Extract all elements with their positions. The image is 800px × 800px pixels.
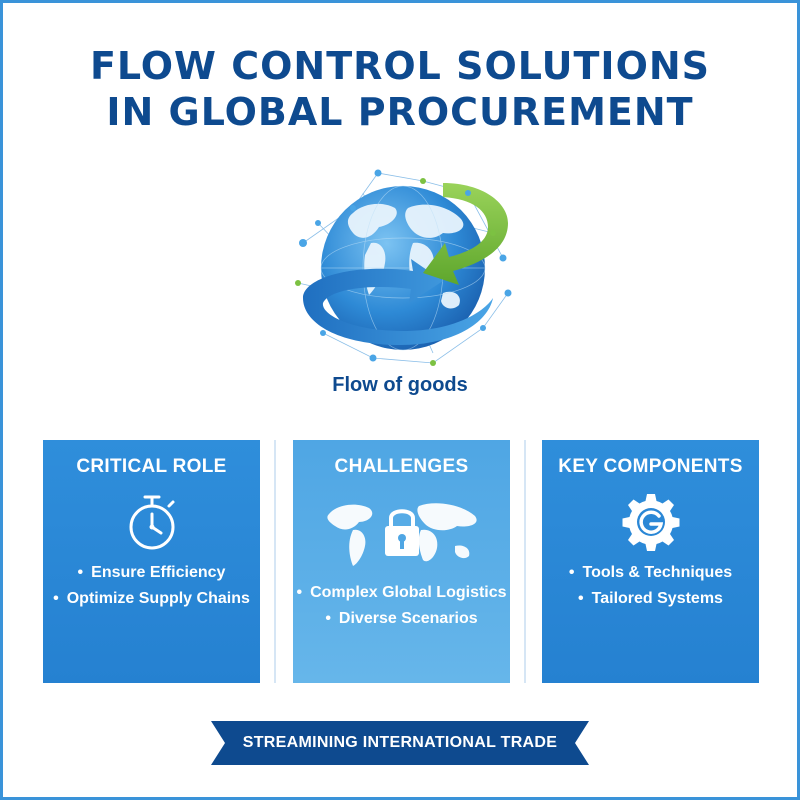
gear-icon xyxy=(622,494,679,551)
title-line-1: FLOW CONTROL SOLUTIONS xyxy=(89,44,711,88)
card-challenges: CHALLENGES Complex Global Logistics xyxy=(293,440,510,683)
world-map-padlock-icon xyxy=(326,503,477,566)
card-key-components: KEY COMPONENTS Tools & Techniques Tailor… xyxy=(542,440,759,683)
title-line-2: IN GLOBAL PROCUREMENT xyxy=(106,90,694,134)
list-item: Ensure Efficiency xyxy=(43,560,260,586)
card-title: KEY COMPONENTS xyxy=(558,456,743,477)
footer-ribbon: STREAMINING INTERNATIONAL TRADE xyxy=(211,721,589,765)
list-item: Complex Global Logistics xyxy=(293,580,510,606)
list-item: Diverse Scenarios xyxy=(293,606,510,632)
page-title: FLOW CONTROL SOLUTIONS IN GLOBAL PROCURE… xyxy=(3,43,797,135)
card-title: CRITICAL ROLE xyxy=(76,456,227,477)
bullet-list: Ensure Efficiency Optimize Supply Chains xyxy=(43,560,260,612)
hero-caption: Flow of goods xyxy=(332,374,468,396)
ribbon-shape xyxy=(211,721,589,765)
card-title: CHALLENGES xyxy=(334,456,469,477)
list-item: Tools & Techniques xyxy=(542,560,759,586)
list-item: Optimize Supply Chains xyxy=(43,586,260,612)
bullet-list: Complex Global Logistics Diverse Scenari… xyxy=(293,580,510,632)
globe-with-flow-arrows-icon xyxy=(295,169,512,366)
divider xyxy=(524,440,526,683)
cards-row: CRITICAL ROLE Ensure Efficiency Optimize… xyxy=(43,440,760,683)
bullet-list: Tools & Techniques Tailored Systems xyxy=(542,560,759,612)
divider xyxy=(274,440,276,683)
stopwatch-icon xyxy=(129,495,174,550)
ribbon-text: STREAMINING INTERNATIONAL TRADE xyxy=(242,734,558,751)
card-critical-role: CRITICAL ROLE Ensure Efficiency Optimize… xyxy=(43,440,260,683)
list-item: Tailored Systems xyxy=(542,586,759,612)
